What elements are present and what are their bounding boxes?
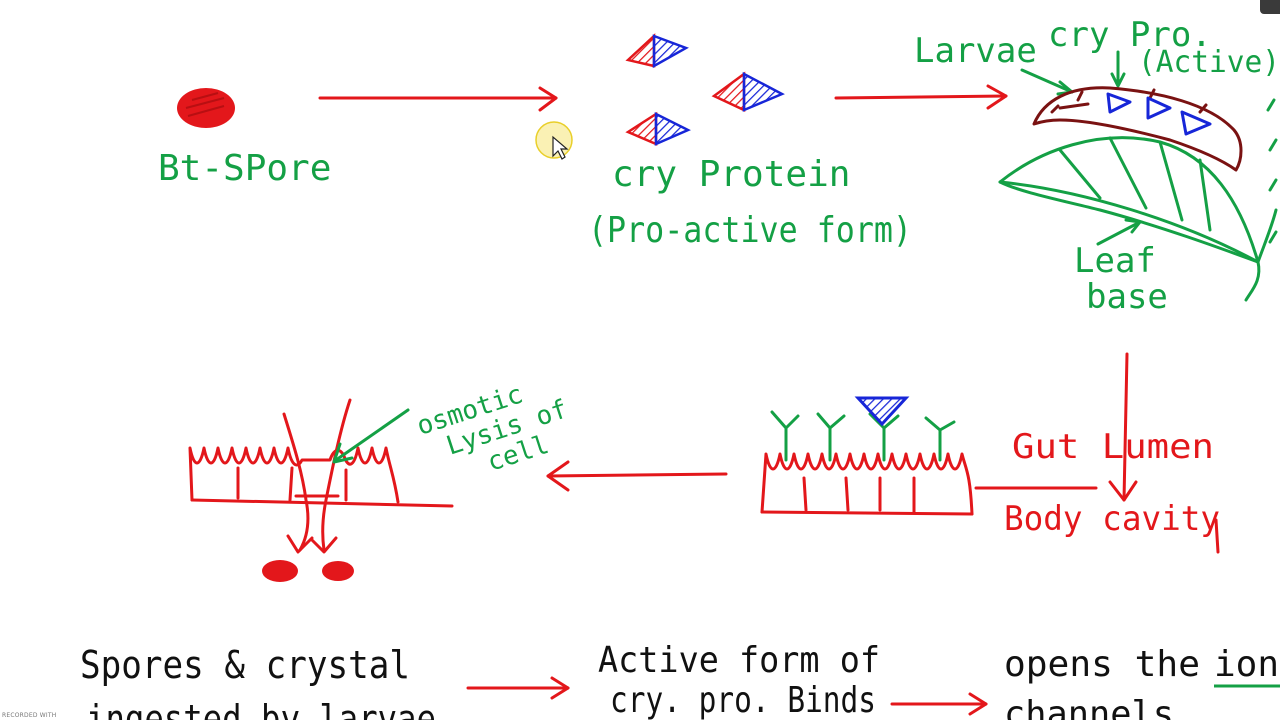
note-spores-line1: Spores & crystal — [80, 643, 410, 687]
arrow-note1-to-note2 — [466, 676, 570, 700]
note-opens-line2: channels — [1004, 694, 1174, 720]
bt-spore-icon — [177, 88, 235, 128]
arrow-spore-to-protein — [318, 86, 558, 112]
cry-protein-label: cry Protein — [612, 154, 850, 195]
body-cavity-underline — [1214, 518, 1220, 554]
note-ions-emphasis: ions — [1214, 644, 1280, 685]
gut-epithelium-icon — [760, 452, 974, 516]
arrow-leaf-label — [1096, 218, 1142, 246]
arrow-note2-to-note3 — [890, 692, 988, 716]
window-corner-tab[interactable] — [1260, 0, 1280, 14]
larva-icon — [1032, 86, 1243, 172]
bt-spore-label: Bt-SPore — [158, 148, 331, 189]
cry-pro-label: cry Pro. — [1048, 15, 1212, 55]
lysed-epithelium-icon — [188, 398, 454, 582]
arrow-down-to-gut — [1108, 352, 1138, 502]
body-cavity-label: Body cavity — [1004, 499, 1220, 539]
cursor-icon — [535, 121, 573, 160]
gut-lumen-label: Gut Lumen — [1012, 427, 1214, 467]
pro-active-form-label: (Pro-active form) — [588, 210, 912, 251]
cry-protein-crystal-icon — [711, 71, 785, 112]
larvae-label: Larvae — [914, 31, 1037, 71]
receptor-icons — [770, 410, 956, 462]
note-active-line1: Active form of — [598, 640, 880, 681]
arrow-osmotic-lysis — [332, 408, 410, 464]
cry-protein-crystal-icon — [625, 33, 689, 69]
recorder-watermark: RECORDED WITH — [2, 712, 57, 719]
note-spores-line2: ingested by larvae — [86, 697, 436, 720]
base-label: base — [1086, 277, 1168, 317]
leaf-label: Leaf — [1074, 241, 1156, 281]
arrow-protein-to-larvae — [834, 84, 1008, 110]
note-active-line2: cry. pro. Binds — [610, 680, 876, 720]
pointer-arrows — [1020, 50, 1126, 96]
arrow-to-lysis — [546, 460, 728, 492]
note-opens-line1: opens the — [1004, 644, 1200, 685]
active-label: (Active) — [1138, 45, 1280, 80]
leaf-icon — [998, 98, 1278, 302]
bound-cry-toxin-icon — [854, 396, 910, 427]
cry-protein-crystal-icon — [625, 111, 691, 146]
